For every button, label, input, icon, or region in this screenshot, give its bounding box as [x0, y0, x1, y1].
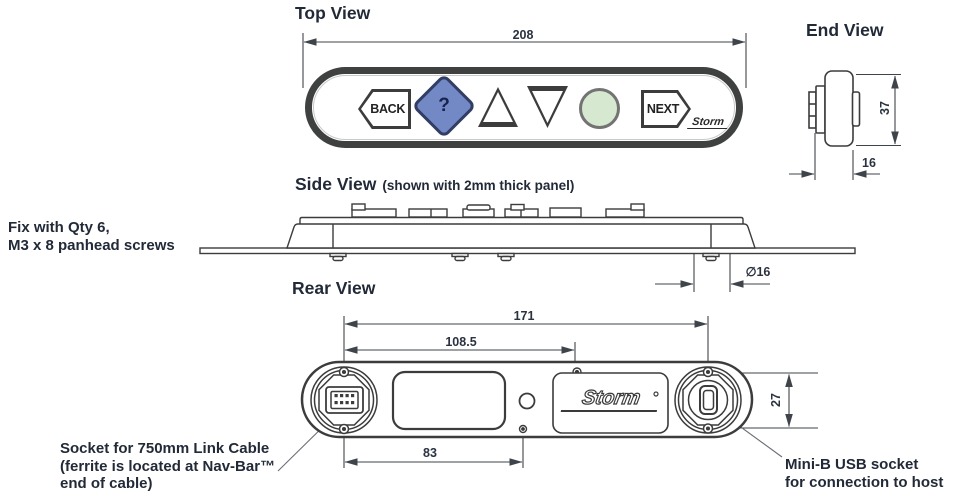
dim-label-27: 27 [769, 393, 783, 407]
rear-centre-features [391, 367, 669, 434]
fixing-note-line1: Fix with Qty 6, [8, 219, 110, 236]
centre-hole [518, 392, 536, 410]
usb-socket-note: Mini-B USB socket for connection to host [785, 456, 943, 491]
dim-label-208: 208 [512, 28, 534, 42]
socket-pins [334, 394, 355, 405]
keypad-bezel [313, 75, 735, 140]
storm-logo-rear: Storm [560, 386, 662, 412]
keypad-body [286, 223, 756, 249]
side-view-subtitle: (shown with 2mm thick panel) [382, 178, 575, 193]
end-view-title: End View [806, 20, 884, 40]
rear-view-title: Rear View [292, 278, 376, 298]
usb-socket-note-line1: Mini-B USB socket [785, 456, 919, 473]
usb-socket-note-line2: for connection to host [785, 473, 944, 491]
storm-logo-top: Storm [687, 116, 729, 129]
help-button-label: ? [438, 95, 450, 116]
mini-b-usb-socket [674, 366, 742, 434]
fixing-note: Fix with Qty 6, M3 x 8 panhead screws [8, 219, 175, 254]
dim-label-171: 171 [513, 309, 535, 323]
link-socket-note-line2: (ferrite is located at Nav-Bar™ [60, 457, 276, 475]
fixing-note-line2: M3 x 8 panhead screws [8, 236, 175, 254]
link-socket-note-line3: end of cable) [60, 475, 153, 492]
end-view-profile [808, 70, 861, 147]
next-button-label: NEXT [644, 93, 688, 125]
panhead-screws [329, 252, 720, 262]
link-socket-note-line1: Socket for 750mm Link Cable [60, 440, 270, 457]
mounting-panel [199, 247, 856, 255]
side-view-title: Side View [295, 174, 377, 194]
select-button [579, 88, 620, 129]
button-profiles [351, 203, 645, 218]
dim-label-dia16: ∅16 [745, 265, 771, 279]
dim-label-108-5: 108.5 [445, 335, 477, 349]
rear-recess [391, 370, 507, 431]
rear-view-drawing [300, 360, 754, 439]
link-socket-note: Socket for 750mm Link Cable (ferrite is … [60, 440, 275, 493]
keypad-lip [299, 216, 744, 224]
logo-plate [552, 372, 669, 434]
dim-label-16: 16 [862, 156, 876, 170]
side-view-heading: Side View (shown with 2mm thick panel) [295, 174, 574, 195]
top-view-title: Top View [295, 3, 371, 23]
back-button-label: BACK [361, 92, 408, 126]
dim-label-37: 37 [878, 101, 892, 115]
dim-label-83: 83 [423, 446, 437, 460]
link-cable-socket [310, 366, 378, 435]
dimension-lines [302, 33, 901, 468]
side-view-profile [199, 203, 856, 262]
